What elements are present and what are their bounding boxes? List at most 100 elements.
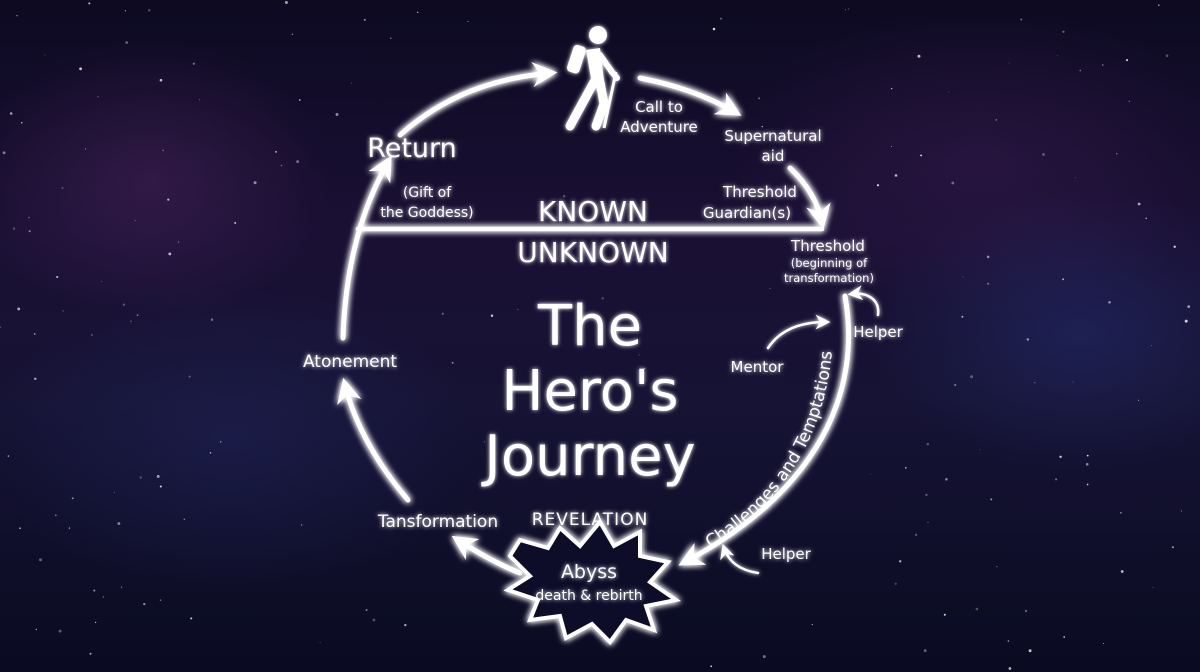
- star: [898, 560, 902, 563]
- call-to-adventure-label-1: Call to: [635, 98, 683, 116]
- star: [220, 441, 222, 443]
- star: [335, 113, 339, 116]
- star: [1026, 338, 1030, 341]
- star: [890, 87, 893, 90]
- star: [84, 148, 86, 150]
- title-line-1: The: [537, 294, 642, 359]
- star: [1056, 55, 1058, 57]
- star: [89, 652, 92, 655]
- helper-top-label: Helper: [853, 323, 903, 341]
- star: [1008, 62, 1010, 64]
- star: [869, 473, 871, 475]
- star: [167, 198, 170, 201]
- star: [28, 230, 31, 233]
- arc-return-to-start: [397, 62, 558, 138]
- threshold-note-2: transformation): [784, 271, 874, 285]
- star: [961, 315, 964, 318]
- star: [168, 252, 172, 256]
- title-line-3: Journey: [481, 424, 695, 489]
- star: [769, 288, 771, 290]
- threshold-label: Threshold: [790, 237, 865, 255]
- gift-label-1: (Gift of: [403, 185, 452, 201]
- star: [162, 149, 165, 152]
- star: [0, 326, 2, 329]
- star: [710, 665, 713, 668]
- star: [275, 151, 277, 153]
- star: [1024, 609, 1028, 613]
- star: [562, 195, 566, 198]
- star: [1187, 305, 1191, 308]
- star: [1145, 217, 1148, 220]
- star: [1137, 202, 1141, 206]
- arc-challenges: [678, 293, 852, 566]
- star: [12, 227, 16, 230]
- star: [1184, 319, 1188, 323]
- star: [1055, 478, 1058, 481]
- star: [34, 377, 37, 380]
- star: [97, 96, 99, 98]
- star: [638, 354, 640, 356]
- star: [93, 589, 96, 592]
- helper-bottom-arrow: [720, 543, 760, 575]
- star: [1157, 4, 1160, 7]
- star: [914, 533, 918, 537]
- star: [483, 441, 486, 443]
- star: [159, 485, 162, 488]
- star: [990, 498, 993, 501]
- star: [996, 566, 998, 568]
- threshold-note-1: (beginning of: [791, 256, 868, 270]
- star: [1059, 455, 1062, 458]
- star: [100, 280, 102, 282]
- star: [16, 15, 18, 17]
- star: [948, 91, 950, 93]
- star: [351, 82, 353, 84]
- call-to-adventure-label-2: Adventure: [620, 118, 698, 136]
- star: [35, 628, 37, 631]
- unknown-label: UNKNOWN: [517, 236, 668, 269]
- star: [113, 491, 115, 494]
- star: [1150, 345, 1152, 347]
- star: [1103, 643, 1105, 644]
- star: [951, 181, 955, 185]
- arc-atonement-to-return: [340, 155, 392, 341]
- star: [28, 216, 30, 219]
- supernatural-aid-label-2: aid: [762, 147, 785, 165]
- star: [1171, 546, 1174, 549]
- star: [39, 558, 42, 562]
- star: [719, 17, 722, 20]
- star: [1085, 462, 1089, 466]
- star: [68, 527, 71, 529]
- star: [601, 297, 604, 300]
- star: [962, 276, 964, 278]
- star: [234, 221, 237, 224]
- star: [917, 54, 921, 58]
- star: [188, 375, 191, 378]
- arc-transformation-to-atonement: [337, 377, 411, 503]
- star: [390, 37, 392, 39]
- star: [1086, 483, 1089, 486]
- star: [156, 474, 160, 478]
- star: [192, 62, 195, 65]
- star: [210, 318, 214, 321]
- star: [894, 582, 897, 585]
- star: [404, 623, 407, 627]
- helper-bottom-label: Helper: [761, 545, 811, 563]
- mentor-label: Mentor: [731, 358, 785, 376]
- star: [139, 476, 142, 479]
- star: [1062, 278, 1065, 281]
- star: [1125, 59, 1129, 62]
- star: [372, 618, 376, 622]
- arc-supernatural-to-threshold: [787, 165, 831, 230]
- star: [62, 310, 64, 312]
- star: [643, 367, 646, 370]
- star: [987, 282, 990, 285]
- star: [954, 383, 957, 387]
- star: [920, 154, 923, 157]
- star: [441, 312, 444, 315]
- star: [177, 241, 180, 243]
- star: [122, 303, 126, 306]
- star: [363, 18, 366, 21]
- star: [183, 518, 186, 521]
- star: [761, 125, 763, 128]
